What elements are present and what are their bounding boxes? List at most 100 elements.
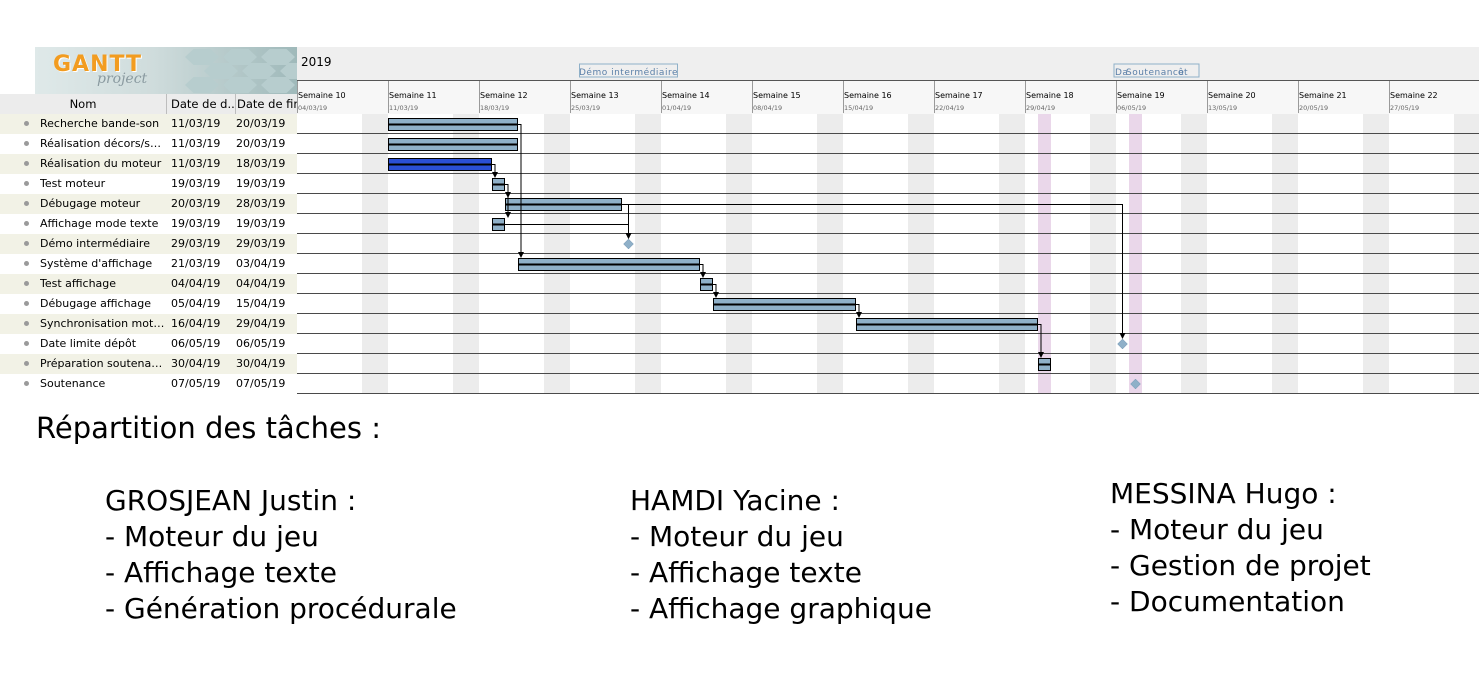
week-date-label: 04/03/19 [298, 104, 327, 112]
task-end-date: 20/03/19 [236, 117, 286, 130]
task-start-date: 30/04/19 [171, 357, 221, 370]
task-bullet-icon [24, 281, 29, 286]
assignment-item: - Affichage texte [105, 556, 337, 589]
column-header-name[interactable]: Nom [0, 94, 167, 114]
gantt-chart-view: GANTT project Nom Date de d... Date de f… [0, 47, 1479, 394]
task-start-date: 20/03/19 [171, 197, 221, 210]
week-label: Semaine 17 [935, 91, 983, 100]
column-header-start-date[interactable]: Date de d... [167, 94, 236, 114]
task-name: Démo intermédiaire [40, 237, 150, 250]
task-row[interactable]: Test affichage 04/04/19 04/04/19 [0, 274, 297, 294]
week-label: Semaine 21 [1299, 91, 1347, 100]
dependency-line [518, 124, 522, 253]
task-end-date: 29/04/19 [236, 317, 286, 330]
assignment-item: - Moteur du jeu [1110, 513, 1324, 546]
person-name: MESSINA Hugo : [1110, 477, 1337, 510]
dependency-line [856, 304, 860, 313]
assignment-item: - Documentation [1110, 585, 1345, 618]
task-end-date: 04/04/19 [236, 277, 286, 290]
dependency-line [713, 284, 717, 293]
dependency-line [622, 204, 629, 234]
person-name: GROSJEAN Justin : [105, 484, 357, 517]
task-end-date: 20/03/19 [236, 137, 286, 150]
dependency-line [505, 224, 629, 234]
week-label: Semaine 15 [753, 91, 801, 100]
week-label: Semaine 13 [571, 91, 619, 100]
milestone-header-label: Soutenance [1126, 68, 1184, 78]
person-block: HAMDI Yacine : - Moteur du jeu - Afficha… [630, 483, 932, 627]
task-name: Débugage moteur [40, 197, 141, 210]
dependency-line [1038, 324, 1042, 353]
dependency-line [622, 204, 1123, 334]
column-header-end-date[interactable]: Date de fin [237, 97, 299, 111]
task-row[interactable]: Débugage affichage 05/04/19 15/04/19 [0, 294, 297, 314]
task-bullet-icon [24, 201, 29, 206]
task-start-date: 06/05/19 [171, 337, 221, 350]
dependency-line [505, 184, 509, 213]
task-start-date: 11/03/19 [171, 157, 221, 170]
task-bullet-icon [24, 141, 29, 146]
assignment-item: - Affichage graphique [630, 592, 932, 625]
task-end-date: 03/04/19 [236, 257, 286, 270]
task-name: Réalisation décors/spr... [40, 137, 166, 150]
week-label: Semaine 20 [1208, 91, 1256, 100]
task-bullet-icon [24, 301, 29, 306]
dependency-arrowhead [1119, 333, 1126, 339]
task-name: Affichage mode texte [40, 217, 159, 230]
task-bullet-icon [24, 261, 29, 266]
week-label: Semaine 18 [1026, 91, 1074, 100]
milestone-header-label: Démo intermédiaire [579, 67, 678, 78]
milestone-header-label: ôt [1178, 67, 1188, 78]
week-label: Semaine 11 [389, 91, 437, 100]
person-name: HAMDI Yacine : [630, 484, 840, 517]
dependency-arrowhead [518, 252, 524, 258]
assignment-item: - Affichage texte [630, 556, 862, 589]
task-end-date: 15/04/19 [236, 297, 286, 310]
task-start-date: 19/03/19 [171, 217, 221, 230]
assignment-item: - Gestion de projet [1110, 549, 1371, 582]
task-bullet-icon [24, 241, 29, 246]
week-date-label: 25/03/19 [571, 104, 600, 112]
timeline-year-band [297, 47, 1479, 80]
task-start-date: 16/04/19 [171, 317, 221, 330]
ganttproject-logo: GANTT project [35, 47, 297, 94]
logo-project-text: project [97, 71, 148, 87]
week-date-label: 13/05/19 [1208, 104, 1237, 112]
week-date-label: 29/04/19 [1026, 104, 1055, 112]
task-name: Soutenance [40, 377, 106, 390]
task-start-date: 11/03/19 [171, 137, 221, 150]
task-bullet-icon [24, 361, 29, 366]
task-start-date: 04/04/19 [171, 277, 221, 290]
task-row[interactable]: Réalisation décors/spr... 11/03/19 20/03/1… [0, 134, 297, 154]
milestone-header-label: Da [1115, 68, 1128, 78]
week-date-label: 20/05/19 [1299, 104, 1328, 112]
task-bullet-icon [24, 381, 29, 386]
milestone-diamond [623, 238, 634, 250]
task-start-date: 05/04/19 [171, 297, 221, 310]
week-label: Semaine 19 [1117, 91, 1165, 100]
week-date-label: 01/04/19 [662, 104, 691, 112]
week-date-label: 15/04/19 [844, 104, 873, 112]
dependency-line [492, 164, 496, 173]
task-assignment-title: Répartition des tâches : [36, 411, 381, 445]
task-start-date: 19/03/19 [171, 177, 221, 190]
dependency-arrowhead [1038, 352, 1044, 358]
task-start-date: 29/03/19 [171, 237, 221, 250]
week-label: Semaine 16 [844, 91, 892, 100]
task-name: Test affichage [40, 277, 117, 290]
task-name: Débugage affichage [40, 297, 152, 310]
week-date-label: 06/05/19 [1117, 104, 1146, 112]
